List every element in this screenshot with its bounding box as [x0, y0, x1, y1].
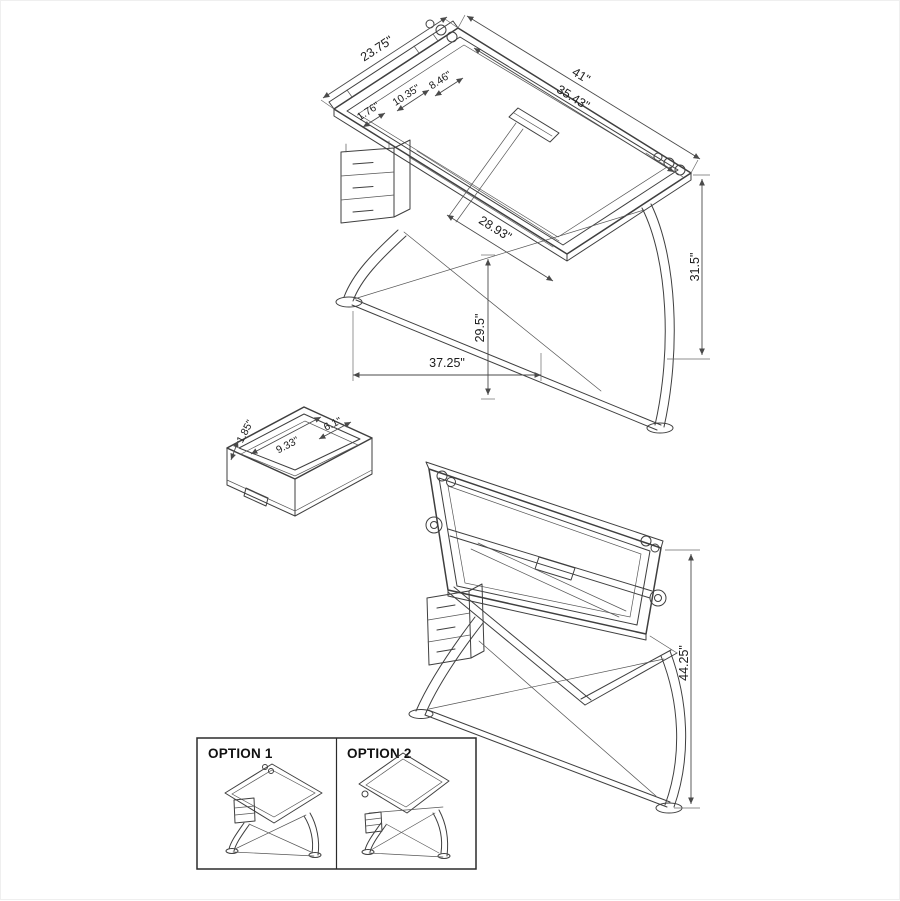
dim-44-25: 44.25" [665, 549, 700, 809]
dim-label-9-33: 9.33" [274, 434, 301, 456]
drawer-unit [340, 139, 411, 224]
dim-label-23-75: 23.75" [358, 33, 396, 64]
dim-label-29-5: 29.5" [473, 314, 487, 343]
pencil-stopper [508, 107, 560, 143]
dim-31-5: 31.5" [667, 174, 710, 360]
dim-label-37-25: 37.25" [429, 356, 465, 370]
tilted-base-frame [447, 586, 678, 706]
option-2-label: OPTION 2 [347, 746, 412, 761]
dim-37-25: 37.25" [352, 311, 542, 381]
dim-label-35-43: 35.43" [554, 82, 592, 113]
tilted-desk-legs [408, 616, 687, 814]
dim-28-93: 28.93" [446, 213, 554, 282]
desk-flat-view: 23.75" 41" 35.43" 8.46" 1.76" 10.35" 28.… [320, 14, 710, 434]
options-panel: OPTION 1 OPTION 2 [196, 737, 477, 870]
dim-10-35: 10.35" [391, 82, 430, 112]
dim-label-44-25: 44.25" [677, 645, 691, 681]
tilt-knobs [425, 516, 667, 607]
tilted-board [425, 461, 664, 641]
tilted-tray-holes [436, 470, 660, 553]
dim-6-1: 6.1" [318, 415, 352, 440]
option-1-label: OPTION 1 [208, 746, 273, 761]
dim-35-43: 35.43" [473, 47, 675, 173]
desk-top-surface [328, 20, 692, 262]
dim-8-46: 8.46" [427, 69, 464, 97]
option-1-thumbnail [224, 763, 323, 858]
tilted-drawer-unit [426, 583, 485, 666]
dim-1-76: 1.76" [355, 100, 386, 128]
dim-label-8-46: 8.46" [427, 69, 454, 92]
desk-tilted-view: 44.25" [408, 461, 700, 814]
desk-legs [335, 203, 675, 434]
dim-29-5: 29.5" [473, 254, 495, 400]
dim-label-31-5: 31.5" [688, 253, 702, 282]
option-2-thumbnail [358, 752, 451, 859]
drawer-detail-view: 1.85" 9.33" 6.1" [226, 406, 373, 517]
dim-label-41: 41" [570, 65, 593, 87]
